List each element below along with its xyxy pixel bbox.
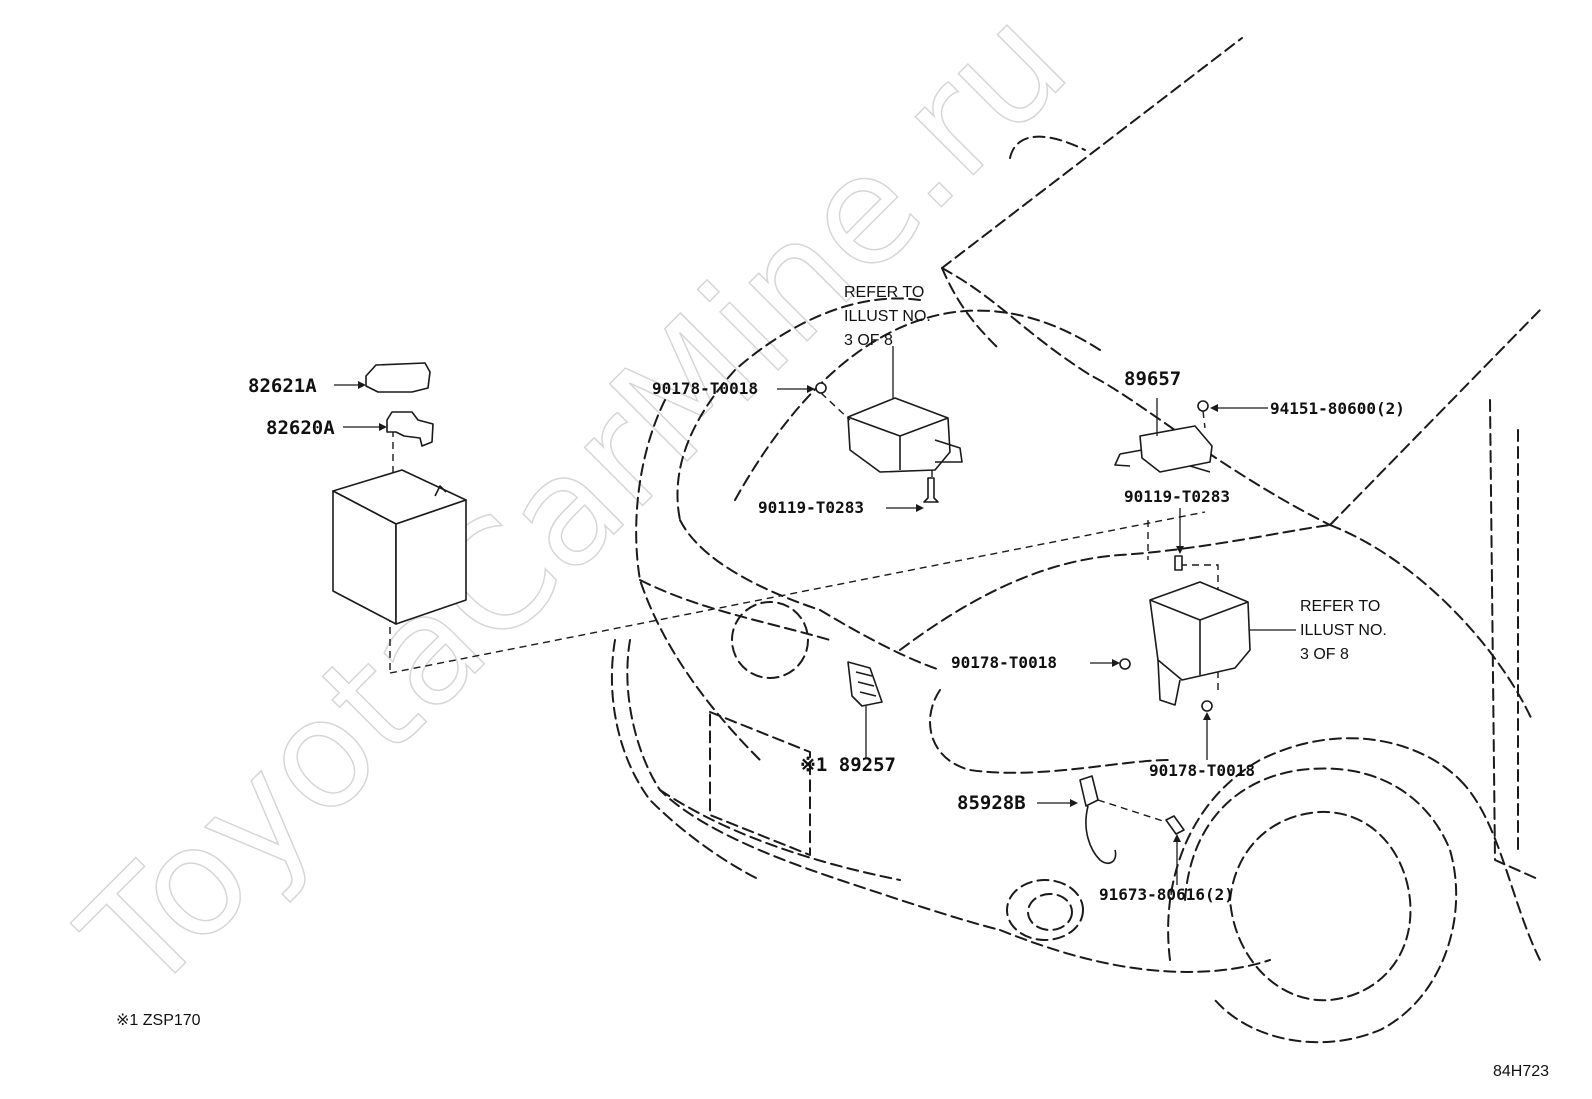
nut-upper-leader — [820, 392, 851, 421]
refer-lower-line1: REFER TO — [1300, 598, 1380, 615]
screw-91673-icon — [1165, 815, 1185, 835]
refer-upper-line2: ILLUST NO. — [844, 308, 931, 325]
nut-mid-icon — [1119, 658, 1131, 670]
nut-lower-icon — [1201, 700, 1213, 712]
fender-rear — [1459, 779, 1541, 961]
terminal-clamp-82620a — [386, 411, 434, 447]
label-94151: 94151-80600(2) — [1270, 399, 1405, 418]
sensor-85928b-leader — [1097, 799, 1167, 823]
footnote: ※1 ZSP170 — [116, 1012, 201, 1029]
battery-location-leader — [389, 511, 1206, 674]
windshield-cowl — [1009, 135, 1086, 159]
headlight-upper — [676, 297, 921, 521]
arrow-91673 — [1173, 834, 1181, 842]
bolt-upper-icon — [923, 477, 939, 503]
arrow-90119-right — [1176, 546, 1184, 554]
lower-relay-edges — [1149, 599, 1249, 675]
bumper-lower — [626, 639, 1001, 931]
label-82620a: 82620A — [266, 417, 335, 439]
sensor-85928b-wire — [1085, 805, 1117, 865]
label-90119-left: 90119-T0283 — [758, 498, 864, 517]
labels: 82621A 82620A REFER TO ILLUST NO. 3 OF 8… — [116, 284, 1549, 1080]
arrow-82620a — [379, 423, 387, 431]
arrow-90178-lower — [1203, 712, 1211, 720]
door-edge — [1489, 399, 1541, 881]
refer-lower-line3: 3 OF 8 — [1300, 646, 1349, 663]
sensor-89657 — [1114, 400, 1213, 473]
sensor-nut-leader — [1202, 410, 1206, 429]
battery-terminal — [434, 485, 447, 497]
label-90178-upper: 90178-T0018 — [652, 379, 758, 398]
label-90178-lower: 90178-T0018 — [1149, 761, 1255, 780]
headlight-lower — [679, 519, 941, 671]
watermark: ToyotaCarMine.ru — [49, 0, 1101, 1027]
lower-grille-edge — [659, 789, 901, 881]
lower-relay-block — [1119, 555, 1251, 712]
sensor-body — [1139, 425, 1213, 473]
arrow-94151 — [1210, 404, 1218, 412]
license-plate-outline — [709, 711, 811, 856]
wheel-arch — [1167, 737, 1461, 961]
upper-relay-edges — [847, 416, 949, 470]
fascia-left — [635, 399, 761, 761]
component-89257-ribs — [855, 671, 877, 697]
hood-side-line — [941, 267, 1331, 526]
refer-upper-line3: 3 OF 8 — [844, 332, 893, 349]
fascia-lower-left — [610, 639, 761, 881]
sensor-85928b-head — [1079, 775, 1099, 807]
arrow-90119-left — [916, 504, 924, 512]
label-89257: ※1 89257 — [800, 754, 896, 776]
component-85928b — [1079, 775, 1185, 865]
hood-front-upper — [734, 309, 1101, 501]
fog-light-inner — [1027, 893, 1073, 931]
arrow-90178-mid — [1112, 659, 1120, 667]
upper-relay-block — [815, 382, 963, 503]
grille-top — [639, 579, 831, 641]
fog-light-outer — [1006, 879, 1084, 941]
watermark-text: ToyotaCarMine.ru — [50, 0, 1100, 1026]
illustration-code: 84H723 — [1493, 1063, 1549, 1080]
label-90178-mid: 90178-T0018 — [951, 653, 1057, 672]
refer-lower-line2: ILLUST NO. — [1300, 622, 1387, 639]
label-82621a: 82621A — [248, 375, 317, 397]
hood-corner — [941, 267, 1001, 351]
refer-upper-line1: REFER TO — [844, 284, 924, 301]
label-90119-right: 90119-T0283 — [1124, 487, 1230, 506]
label-91673: 91673-80616(2) — [1099, 885, 1234, 904]
component-89257 — [847, 661, 883, 707]
battery-side — [395, 499, 467, 625]
vehicle-outline — [610, 37, 1541, 1044]
leader-lines — [334, 346, 1296, 885]
arrow-90178-upper — [807, 385, 815, 393]
nut-upper-icon — [815, 382, 827, 394]
tire-outer — [1184, 767, 1458, 1044]
bolt-lower-icon — [1174, 555, 1183, 571]
label-89657: 89657 — [1124, 368, 1181, 390]
bumper-top-line — [899, 524, 1331, 651]
hood-rear-edge — [941, 37, 1243, 269]
emblem-outline — [731, 601, 809, 679]
lower-relay-bracket — [1157, 659, 1181, 706]
sensor-nut-icon — [1197, 400, 1209, 412]
arrow-85928b — [1070, 799, 1078, 807]
arrow-82621a — [358, 381, 366, 389]
upper-relay-bracket — [934, 439, 963, 463]
label-85928b: 85928B — [957, 792, 1026, 814]
bumper-bottom — [999, 929, 1271, 973]
a-pillar — [1329, 309, 1541, 526]
wheel-inner — [1229, 810, 1412, 1002]
terminal-cover-82621a — [365, 362, 431, 393]
battery-assembly — [332, 362, 467, 625]
bumper-inner-curve — [929, 689, 1171, 774]
sensor-brackets — [1114, 449, 1211, 473]
